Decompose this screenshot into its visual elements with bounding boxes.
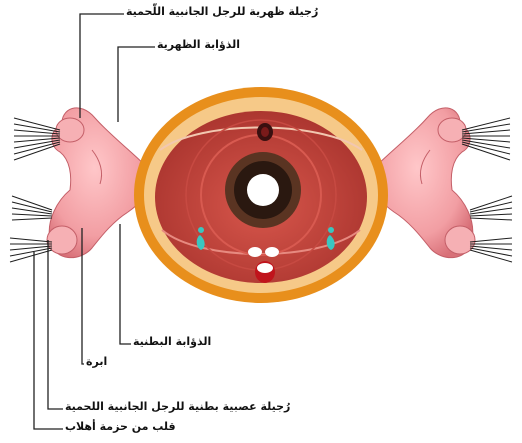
- leader-ventral-lateral-nerve: [48, 240, 63, 409]
- leader-dorsal-horn: [118, 47, 155, 122]
- left-parapodium: [47, 108, 150, 258]
- label-dorsal-lateral-nerve: رُجيلة ظهرية للرجل الجانبية اللّحمية: [126, 5, 318, 18]
- right-parapodium: [372, 108, 475, 258]
- label-heart: قلب من حزمة أهلاب: [65, 420, 176, 433]
- label-needle: ابرة: [86, 355, 107, 368]
- label-ventral-lateral-nerve: رُجيلة عصبية بطنية للرجل الجانبية اللحمي…: [65, 400, 290, 413]
- label-ventral-horn: الذؤابة البطنية: [133, 335, 211, 348]
- label-dorsal-horn: الذؤابة الظهرية: [157, 38, 240, 51]
- leader-ventral-horn: [120, 224, 131, 344]
- gut-lumen: [247, 174, 279, 206]
